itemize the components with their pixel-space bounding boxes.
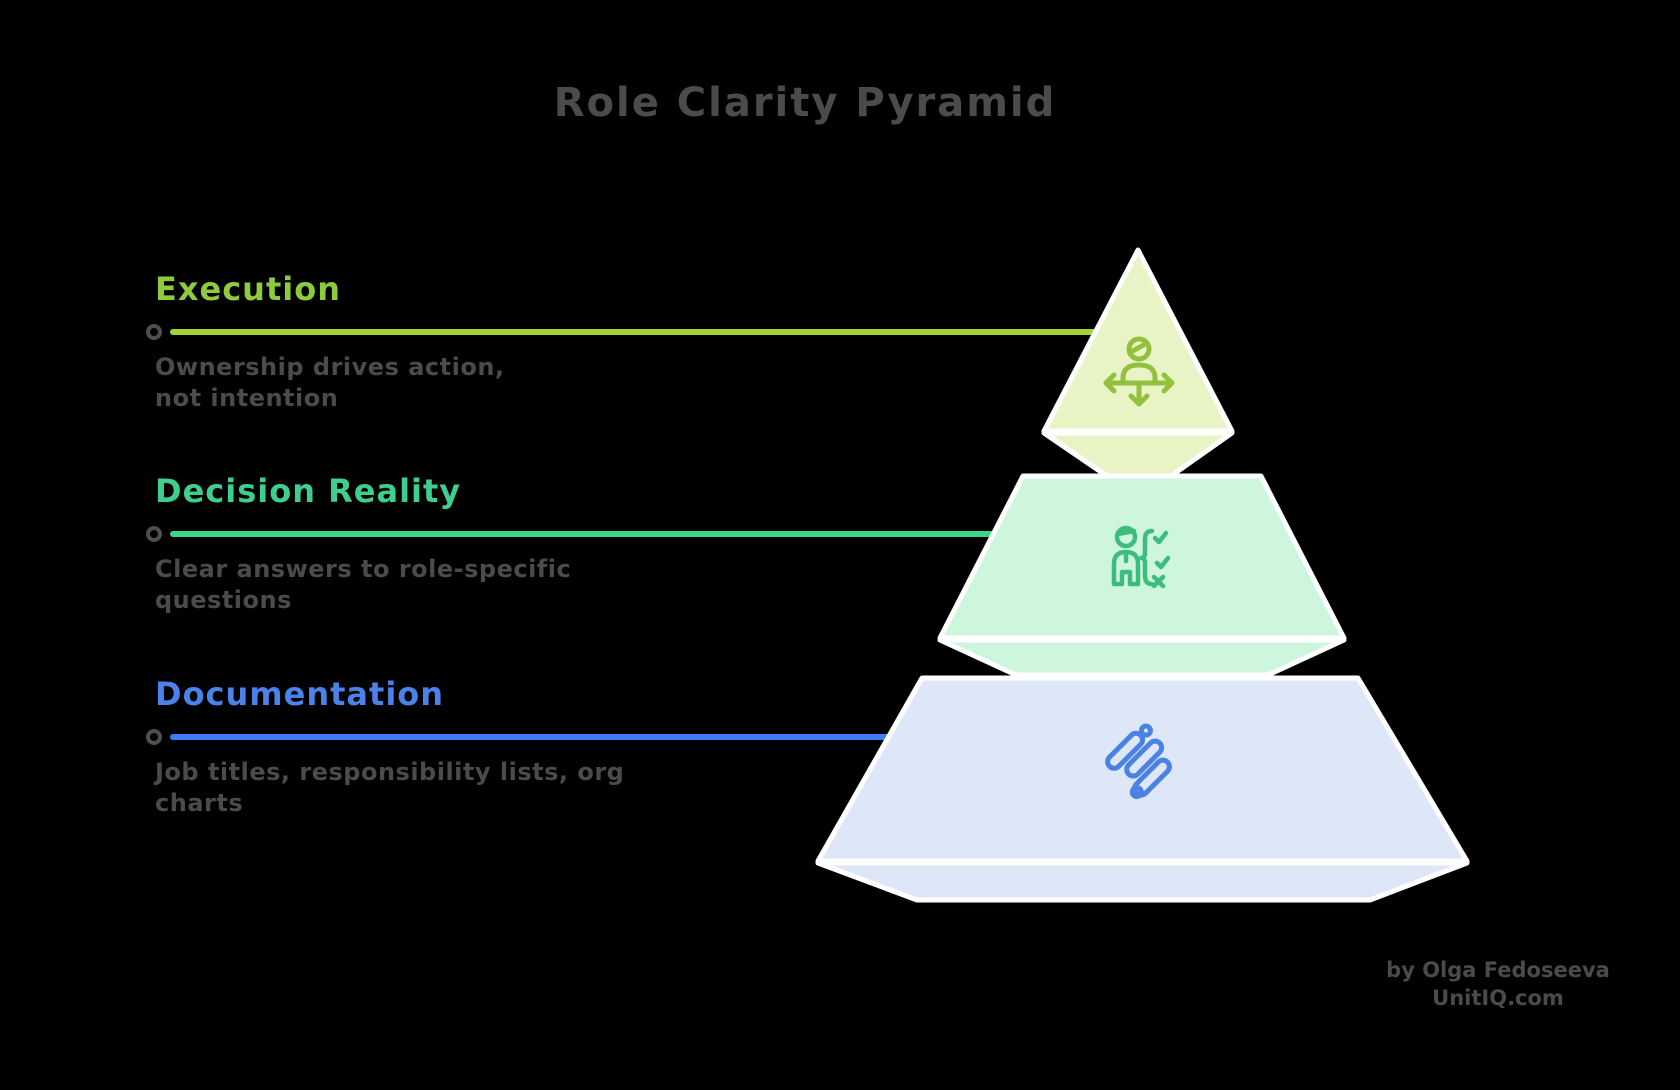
section-label-decision-reality: Decision Reality [155,472,462,510]
pyramid-tier-bottom-underside [815,860,1470,903]
connector-line-execution [170,329,1097,335]
connector-line-decision-reality [170,531,994,537]
attribution-site: UnitIQ.com [1432,986,1564,1011]
page-title: Role Clarity Pyramid [553,80,1057,126]
attribution-author: by Olga Fedoseeva [1386,958,1610,982]
section-description-documentation: Job titles, responsibility lists, org ch… [155,758,625,818]
person-direction-arrows-icon [1103,336,1175,407]
connector-start-ring-icon [146,324,162,340]
connector-line-documentation [170,734,892,740]
connector-start-ring-icon [146,729,162,745]
section-label-execution: Execution [155,270,341,308]
section-label-documentation: Documentation [155,675,445,713]
document-lines-icon [1105,723,1172,800]
attribution: by Olga Fedoseeva UnitIQ.com [1348,956,1648,1013]
section-description-decision-reality: Clear answers to role-specific questions [155,555,572,615]
pyramid-tier-middle-underside [937,637,1347,678]
pyramid-tier-top-underside [1041,430,1235,479]
person-checklist-icon [1111,525,1171,589]
section-description-execution: Ownership drives action, not intention [155,353,505,413]
connector-start-ring-icon [146,526,162,542]
